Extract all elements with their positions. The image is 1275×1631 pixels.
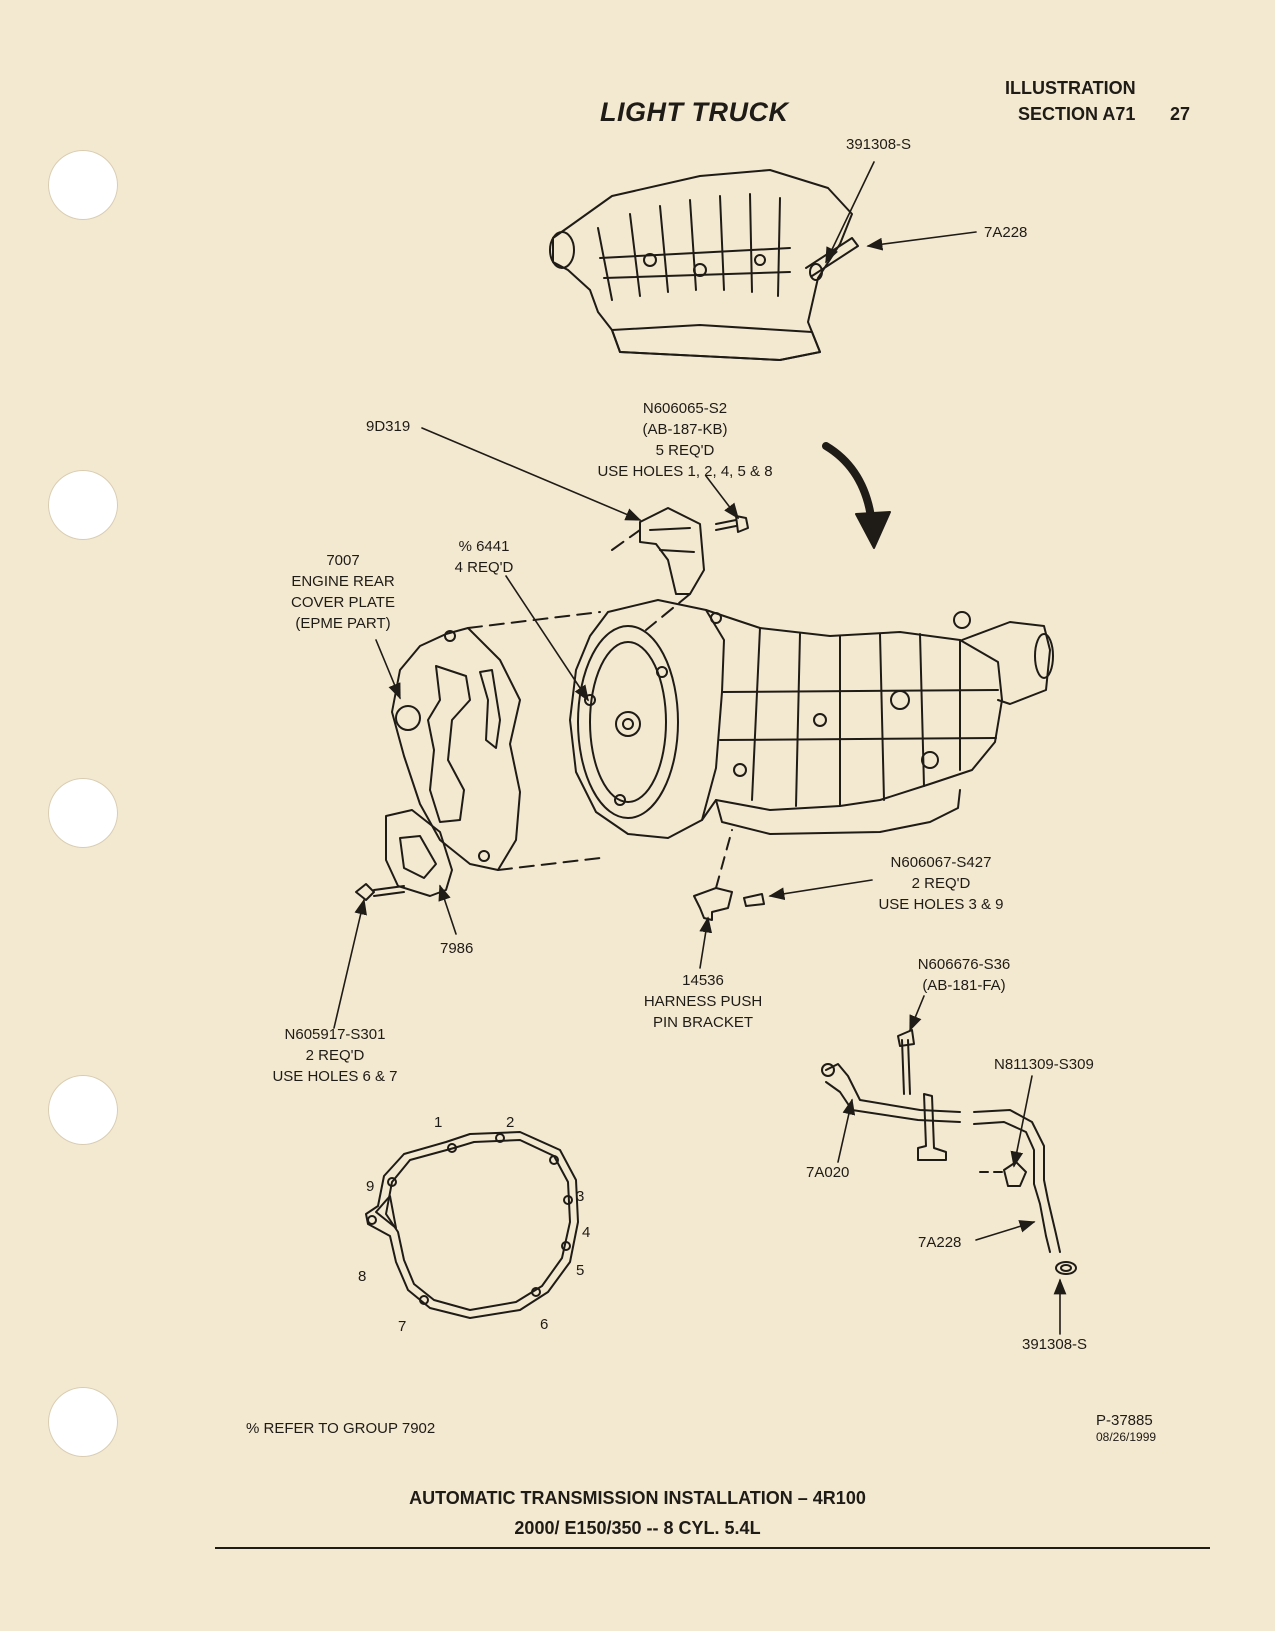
callout-line: 2 REQ'D bbox=[305, 1047, 365, 1064]
callout-line: N605917-S301 bbox=[284, 1026, 386, 1043]
callout-n605917-s301: N605917-S301 2 REQ'D USE HOLES 6 & 7 bbox=[260, 1024, 410, 1087]
footer-rule bbox=[215, 1547, 1210, 1549]
bolt-pattern-drawing bbox=[365, 1131, 579, 1319]
guide-line bbox=[645, 593, 691, 631]
binder-hole bbox=[48, 1387, 118, 1457]
hole-number-3: 3 bbox=[576, 1188, 585, 1205]
hole-number-5: 5 bbox=[576, 1262, 585, 1279]
guide-line bbox=[497, 857, 601, 871]
hole-number-7: 7 bbox=[398, 1318, 407, 1335]
callout-line: 7007 bbox=[326, 552, 360, 569]
section-label: SECTION A71 bbox=[1018, 104, 1136, 124]
bolt-n605917-drawing bbox=[355, 883, 405, 901]
hole-number-8: 8 bbox=[358, 1268, 367, 1285]
binder-hole bbox=[48, 150, 118, 220]
page-number: 27 bbox=[1170, 104, 1191, 124]
callout-391308-s-top: 391308-S bbox=[846, 136, 912, 153]
callout-14536-bracket: 14536 HARNESS PUSH PIN BRACKET bbox=[630, 970, 776, 1033]
callout-7007-cover-plate: 7007 ENGINE REAR COVER PLATE (EPME PART) bbox=[282, 550, 404, 634]
callout-line: HARNESS PUSH bbox=[643, 993, 763, 1010]
gasket-7986-drawing bbox=[385, 809, 453, 897]
callout-line: USE HOLES 3 & 9 bbox=[878, 896, 1004, 913]
illustration-label: ILLUSTRATION bbox=[1005, 78, 1136, 98]
callout-6441-dowel: % 6441 4 REQ'D bbox=[444, 536, 524, 578]
callout-7986: 7986 bbox=[440, 940, 474, 957]
callout-line: N606676-S36 bbox=[917, 956, 1011, 973]
bracket-14536-drawing bbox=[693, 887, 765, 921]
footer-subtitle: 2000/ E150/350 -- 8 CYL. 5.4L bbox=[514, 1518, 761, 1538]
page-title: LIGHT TRUCK bbox=[600, 97, 789, 127]
callout-line: (EPME PART) bbox=[295, 615, 391, 632]
guide-line bbox=[715, 829, 733, 889]
footer-title: AUTOMATIC TRANSMISSION INSTALLATION – 4R… bbox=[409, 1488, 866, 1508]
hole-number-4: 4 bbox=[582, 1224, 591, 1241]
callout-n606067-s427: N606067-S427 2 REQ'D USE HOLES 3 & 9 bbox=[866, 852, 1016, 915]
binder-hole bbox=[48, 470, 118, 540]
binder-hole bbox=[48, 1075, 118, 1145]
binder-hole bbox=[48, 778, 118, 848]
leader-lines bbox=[333, 161, 1067, 1335]
callout-7a228-bottom: 7A228 bbox=[918, 1234, 962, 1251]
refer-note: % REFER TO GROUP 7902 bbox=[246, 1420, 436, 1437]
callout-line: (AB-187-KB) bbox=[642, 421, 728, 438]
callout-line: USE HOLES 1, 2, 4, 5 & 8 bbox=[597, 463, 773, 480]
callout-9d319: 9D319 bbox=[366, 418, 411, 435]
callout-7a020: 7A020 bbox=[806, 1164, 850, 1181]
hole-number-6: 6 bbox=[540, 1316, 549, 1333]
callout-7a228-top: 7A228 bbox=[984, 224, 1028, 241]
hole-number-1: 1 bbox=[434, 1114, 443, 1131]
callout-line: 2 REQ'D bbox=[911, 875, 971, 892]
callout-line: (AB-181-FA) bbox=[922, 977, 1006, 994]
callout-line: 14536 bbox=[682, 972, 724, 989]
callout-line: USE HOLES 6 & 7 bbox=[272, 1068, 398, 1085]
callout-line: COVER PLATE bbox=[291, 594, 395, 611]
drawing-date: 08/26/1999 bbox=[1096, 1430, 1157, 1444]
callout-line: % 6441 bbox=[458, 538, 510, 555]
callout-line: PIN BRACKET bbox=[652, 1014, 754, 1031]
bracket-9d319-drawing bbox=[639, 507, 749, 595]
callout-line: N606067-S427 bbox=[890, 854, 992, 871]
callout-line: ENGINE REAR bbox=[291, 573, 395, 590]
callout-391308-s-bottom: 391308-S bbox=[1022, 1336, 1088, 1353]
drawing-number: P-37885 bbox=[1096, 1412, 1153, 1429]
cover-plate-7007-drawing bbox=[391, 627, 521, 871]
callout-line: 5 REQ'D bbox=[655, 442, 715, 459]
hole-number-2: 2 bbox=[506, 1114, 515, 1131]
callout-line: N606065-S2 bbox=[642, 400, 728, 417]
callout-n606676-s36: N606676-S36 (AB-181-FA) bbox=[894, 954, 1034, 996]
guide-line bbox=[467, 611, 601, 629]
callout-n606065-s2: N606065-S2 (AB-187-KB) 5 REQ'D USE HOLES… bbox=[570, 398, 800, 482]
callout-line: 4 REQ'D bbox=[454, 559, 514, 576]
curved-arrow-head bbox=[855, 511, 891, 549]
callout-n811309-s309: N811309-S309 bbox=[994, 1056, 1094, 1073]
curved-arrow bbox=[822, 442, 876, 528]
guide-line bbox=[611, 529, 641, 551]
top-transmission-drawing bbox=[549, 169, 859, 361]
main-transmission-drawing bbox=[569, 599, 1054, 839]
hole-number-9: 9 bbox=[366, 1178, 375, 1195]
